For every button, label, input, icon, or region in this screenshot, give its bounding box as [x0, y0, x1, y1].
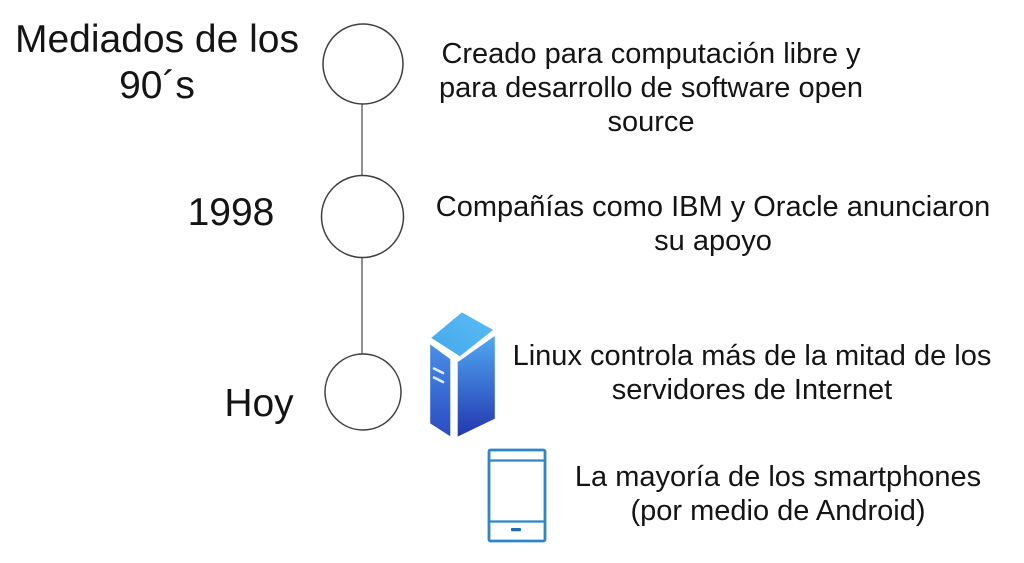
timeline-text-servers: Linux controla más de la mitad de los se… — [512, 340, 992, 406]
timeline-label-1998: 1998 — [187, 191, 275, 234]
server-tower-icon — [427, 309, 498, 440]
server-front-face — [455, 332, 498, 440]
timeline-label-mid-90s: Mediados de los 90´s — [14, 18, 299, 107]
smartphone-icon — [487, 448, 547, 543]
server-side-face — [427, 340, 453, 440]
timeline-node-3 — [324, 353, 402, 431]
timeline-text-smartphones: La mayoría de los smartphones (por medio… — [574, 461, 982, 527]
phone-home-dash — [511, 528, 521, 532]
timeline-label-hoy: Hoy — [224, 382, 294, 425]
timeline-text-ibm-oracle: Compañías como IBM y Oracle anunciaron s… — [435, 191, 991, 257]
server-vent-dashes — [432, 367, 445, 384]
timeline-node-2 — [320, 174, 405, 259]
timeline-text-open-source: Creado para computación libre y para des… — [439, 38, 863, 138]
phone-body — [487, 448, 547, 543]
timeline-node-1 — [322, 23, 404, 105]
